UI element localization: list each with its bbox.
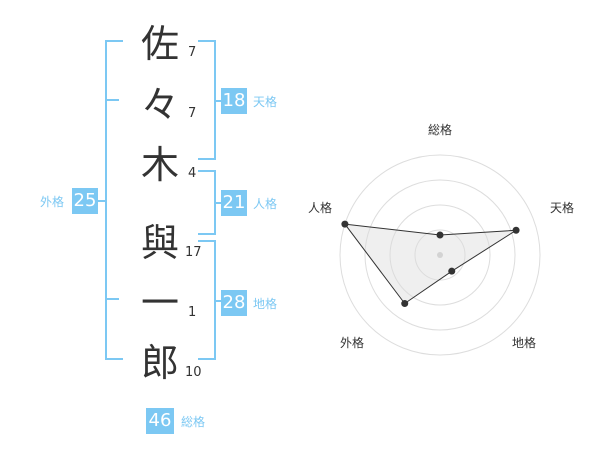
stroke-count-6: 10 — [185, 365, 202, 380]
gaikaku-bracket — [105, 40, 123, 360]
radar-grid-ring — [389, 204, 491, 306]
chikaku-label: 地格 — [253, 297, 278, 311]
tenkaku-label: 天格 — [253, 95, 278, 109]
fortune-radar-chart: 総格 天格 地格 外格 人格 — [308, 122, 574, 356]
radar-axis-label-gaikaku: 外格 — [340, 335, 364, 350]
name-char-5: 一 — [140, 281, 179, 325]
gaikaku-bracket-tick-upper — [105, 99, 119, 101]
name-char-2: 々 — [140, 83, 179, 127]
radar-points — [341, 220, 520, 308]
stroke-count-1: 7 — [188, 45, 197, 60]
jinkaku-label: 人格 — [253, 197, 278, 211]
tenkaku-value-badge: 18 — [221, 88, 247, 114]
gaikaku-label: 外格 — [40, 195, 65, 209]
radar-point-2 — [512, 226, 520, 234]
stroke-count-3: 4 — [188, 166, 197, 181]
chikaku-value-badge: 28 — [221, 290, 247, 316]
gaikaku-connector — [96, 200, 106, 202]
name-char-4: 與 — [140, 221, 179, 265]
radar-value-polygon — [343, 223, 517, 305]
radar-point-3 — [448, 267, 456, 275]
name-char-6: 郎 — [140, 341, 179, 385]
radar-axis-label-tenkaku: 天格 — [550, 200, 574, 215]
radar-center-dot — [437, 252, 443, 258]
radar-axis-label-soukaku: 総格 — [428, 122, 452, 137]
radar-axis-label-jinkaku: 人格 — [308, 200, 332, 215]
radar-grid — [339, 154, 541, 356]
jinkaku-value-badge: 21 — [221, 190, 247, 216]
gaikaku-value-badge: 25 — [72, 188, 98, 214]
radar-point-1 — [436, 231, 444, 239]
name-char-1: 佐 — [140, 22, 179, 66]
soukaku-label: 総格 — [181, 415, 206, 429]
radar-grid-ring — [414, 229, 466, 281]
soukaku-value-badge: 46 — [146, 408, 174, 434]
gaikaku-bracket-tick-lower — [105, 298, 119, 300]
jinkaku-connector — [214, 202, 222, 204]
radar-grid-ring — [364, 179, 516, 331]
radar-labels: 総格 天格 地格 外格 人格 — [308, 122, 574, 350]
name-char-3: 木 — [140, 143, 179, 187]
stroke-count-2: 7 — [188, 106, 197, 121]
radar-grid-ring — [339, 154, 541, 356]
stroke-count-5: 1 — [188, 305, 197, 320]
radar-point-4 — [401, 300, 409, 308]
chikaku-connector — [214, 300, 222, 302]
radar-axis-label-chikaku: 地格 — [512, 335, 536, 350]
tenkaku-connector — [214, 100, 222, 102]
stroke-count-4: 17 — [185, 245, 202, 260]
radar-point-5 — [341, 220, 349, 228]
